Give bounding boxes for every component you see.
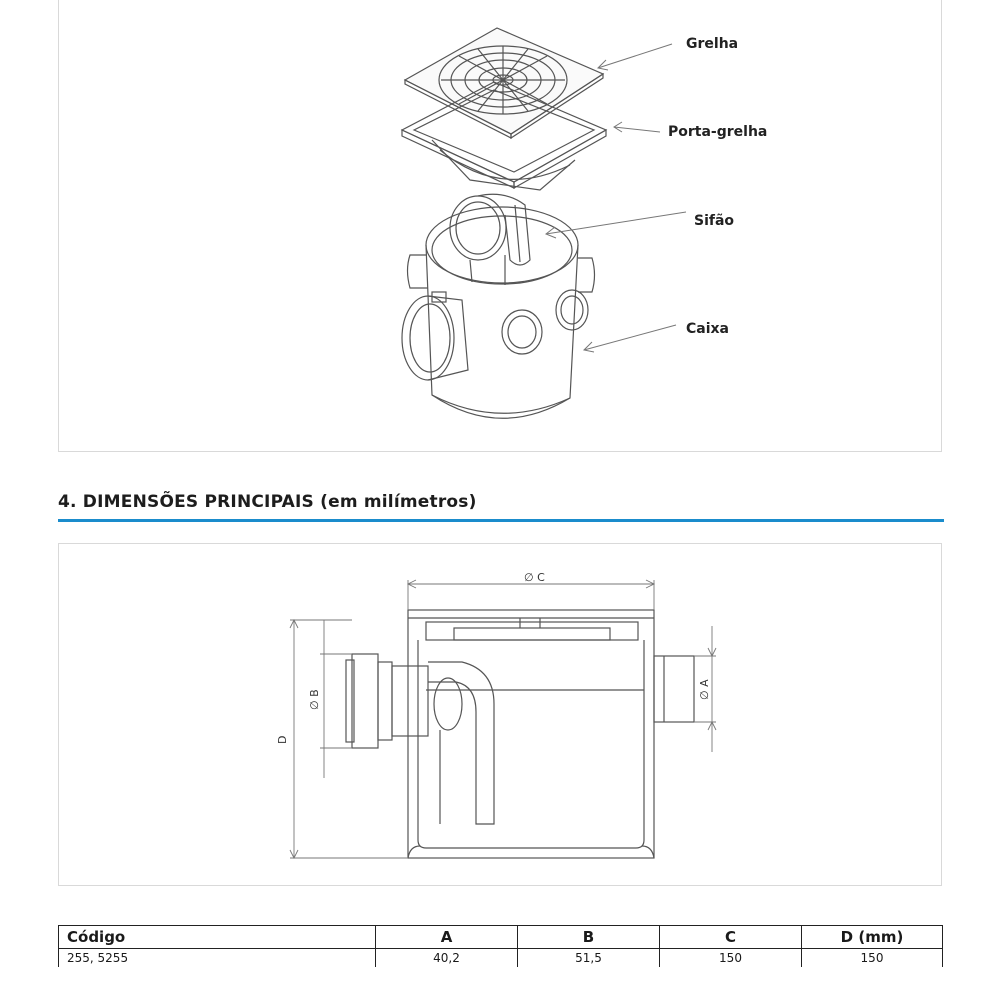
header-codigo: Código (58, 925, 376, 949)
header-d: D (mm) (801, 925, 943, 949)
cell-b: 51,5 (517, 948, 660, 967)
dim-label-d: D (276, 736, 289, 744)
cell-a: 40,2 (375, 948, 518, 967)
table-row: 255, 5255 40,2 51,5 150 150 (58, 948, 943, 967)
cell-c: 150 (659, 948, 802, 967)
spec-table: Código A B C D (mm) 255, 5255 40,2 51,5 … (58, 925, 943, 967)
section-divider (58, 519, 944, 522)
grate-frame-drawing (400, 81, 608, 191)
label-caixa: Caixa (686, 321, 729, 337)
label-grelha: Grelha (686, 36, 739, 52)
cell-codigo: 255, 5255 (58, 948, 376, 967)
dim-label-a: ∅ A (698, 679, 711, 700)
label-porta-grelha: Porta-grelha (668, 124, 768, 140)
box-drawing (401, 206, 596, 419)
siphon-drawing (449, 193, 531, 285)
dimension-lines (289, 579, 717, 860)
section-heading: 4. DIMENSÕES PRINCIPAIS (em milímetros) (58, 492, 477, 512)
dim-label-b: ∅ B (308, 689, 321, 710)
leader-lines (545, 43, 687, 353)
cell-d: 150 (801, 948, 943, 967)
dim-label-c: ∅ C (524, 571, 545, 584)
header-c: C (659, 925, 802, 949)
header-a: A (375, 925, 518, 949)
dimension-drawing (345, 609, 695, 859)
header-b: B (517, 925, 660, 949)
grate-drawing (403, 27, 605, 140)
table-header-row: Código A B C D (mm) (58, 925, 943, 949)
label-sifao: Sifão (694, 213, 735, 229)
